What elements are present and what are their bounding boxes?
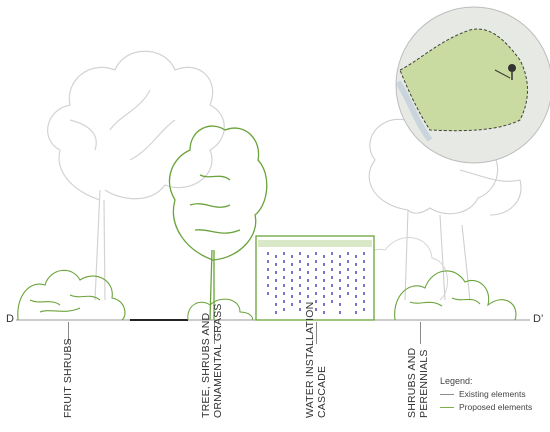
legend-swatch-proposed [440, 406, 454, 408]
tree-base-shrubs [187, 298, 253, 321]
existing-tree-left [47, 50, 225, 301]
legend-title: Legend: [440, 376, 473, 386]
location-map [395, 6, 550, 164]
label-leader [316, 322, 317, 344]
label-shrubs-perennials: SHRUBS AND PERENNIALS [406, 348, 430, 418]
label-fruit-shrubs: FRUIT SHRUBS [62, 338, 74, 418]
fruit-shrubs [17, 269, 126, 321]
label-water-installation: WATER INSTALLATION CASCADE [304, 302, 328, 418]
proposed-tree [168, 125, 268, 321]
legend: Legend: Existing elements Proposed eleme… [440, 376, 532, 412]
location-pin-icon [508, 64, 516, 72]
label-leader [68, 322, 69, 344]
legend-label-existing: Existing elements [459, 389, 526, 399]
water-cascade-drops [267, 252, 365, 314]
section-marker-right: D' [533, 313, 544, 325]
label-tree-shrubs-grass-text: TREE, SHRUBS AND ORNAMENTAL GRASS [200, 303, 224, 418]
label-shrubs-perennials-text: SHRUBS AND PERENNIALS [406, 347, 430, 418]
legend-label-proposed: Proposed elements [459, 402, 533, 412]
label-tree-shrubs-grass: TREE, SHRUBS AND ORNAMENTAL GRASS [200, 303, 224, 418]
shrubs-and-perennials [394, 270, 517, 321]
legend-item-existing: Existing elements [440, 389, 532, 399]
label-leader [420, 322, 421, 344]
legend-item-proposed: Proposed elements [440, 402, 532, 412]
label-leader [214, 322, 215, 344]
label-water-installation-text: WATER INSTALLATION CASCADE [304, 301, 328, 418]
section-marker-left: D [6, 313, 15, 325]
legend-swatch-existing [440, 393, 454, 395]
